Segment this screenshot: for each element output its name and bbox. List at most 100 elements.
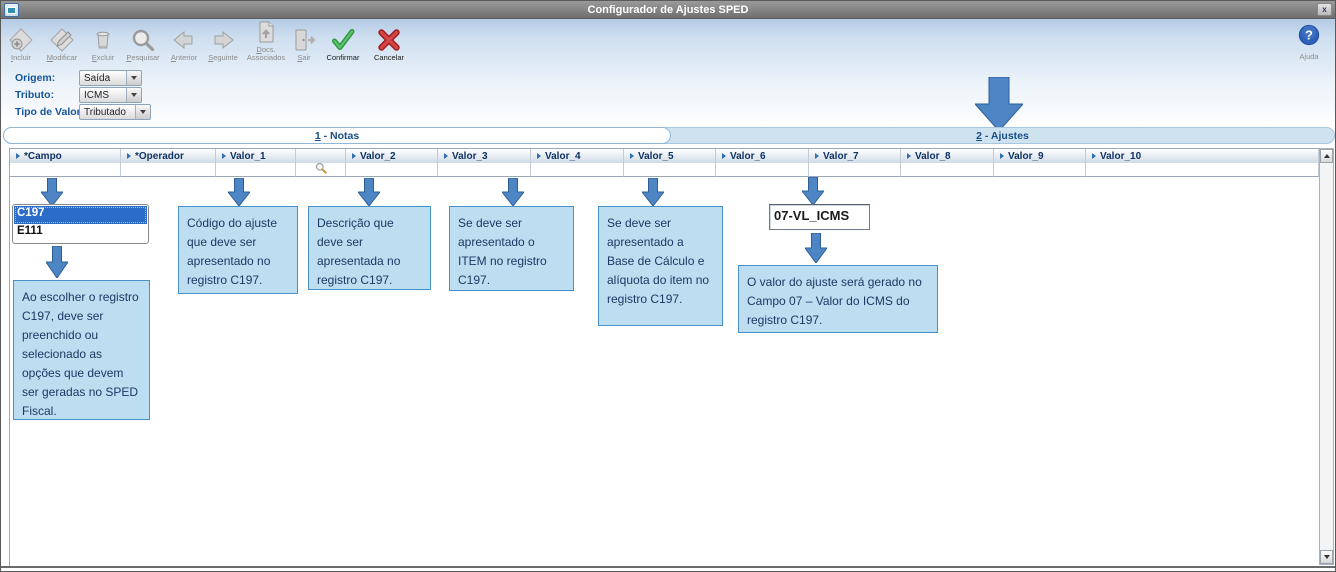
column-header-valor-3[interactable]: Valor_3 [438, 149, 531, 164]
column-header-valor-4[interactable]: Valor_4 [531, 149, 624, 164]
cancel-x-icon [376, 27, 402, 53]
tab-notas[interactable]: 1 - Notas [3, 127, 671, 144]
tutorial-arrow-valor-5 [642, 178, 664, 206]
tutorial-arrow-valor-3 [502, 178, 524, 206]
origem-value: Saída [84, 73, 111, 84]
column-header-operador[interactable]: *Operador [121, 149, 216, 164]
tutorial-arrow-field-to-callout [805, 233, 827, 263]
column-marker-icon [1092, 153, 1096, 159]
vl-icms-field[interactable]: 07-VL_ICMS [769, 204, 870, 230]
filter-cell-campo[interactable] [10, 163, 121, 177]
callout-valor-2: Descrição que deve ser apresentada no re… [308, 206, 431, 290]
previous-arrow-icon [171, 27, 197, 53]
lookup-magnifier-icon[interactable] [315, 161, 327, 179]
svg-text:?: ? [1305, 28, 1313, 43]
column-header-valor-8[interactable]: Valor_8 [901, 149, 994, 164]
tutorial-arrow-listbox-to-callout [46, 246, 68, 278]
callout-valor-7: O valor do ajuste será gerado no Campo 0… [738, 265, 938, 333]
column-marker-icon [352, 153, 356, 159]
column-marker-icon [444, 153, 448, 159]
tributo-dropdown[interactable]: ICMS [79, 87, 142, 103]
filter-cell-valor-3[interactable] [438, 163, 531, 177]
filter-cell-valor-9[interactable] [994, 163, 1086, 177]
filter-cell-valor-2[interactable] [346, 163, 438, 177]
scroll-up-button[interactable] [1320, 149, 1333, 163]
confirmar-button[interactable]: Confirmar [319, 27, 367, 63]
filter-cell-valor-6[interactable] [716, 163, 809, 177]
tutorial-arrow-valor-1 [228, 178, 250, 206]
callout-campo: Ao escolher o registro C197, deve ser pr… [13, 280, 150, 420]
column-header-campo[interactable]: *Campo [10, 149, 121, 164]
scroll-down-button[interactable] [1320, 550, 1333, 564]
confirm-check-icon [330, 27, 356, 53]
tutorial-arrow-to-ajustes-tab [975, 77, 1023, 131]
column-header-valor-5[interactable]: Valor_5 [624, 149, 716, 164]
column-marker-icon [907, 153, 911, 159]
modificar-button[interactable]: Modificar [39, 27, 85, 63]
toolbar: Incluir Modificar Excluir Pesquisar Ante… [3, 21, 411, 63]
column-header-valor-9[interactable]: Valor_9 [994, 149, 1086, 164]
column-marker-icon [222, 153, 226, 159]
tutorial-arrow-valor-2 [358, 178, 380, 206]
filter-cell-valor-8[interactable] [901, 163, 994, 177]
listbox-item-e111[interactable]: E111 [17, 225, 43, 237]
column-marker-icon [127, 153, 131, 159]
filter-cell-lookup[interactable] [296, 161, 346, 179]
docs-associados-button[interactable]: Docs. Associados [243, 19, 289, 63]
tipo-de-valor-dropdown[interactable]: Tributado [79, 104, 151, 120]
column-header-valor-6[interactable]: Valor_6 [716, 149, 809, 164]
add-record-icon [8, 27, 34, 53]
associated-docs-icon [253, 19, 279, 45]
chevron-down-icon[interactable] [126, 71, 141, 85]
seguinte-button[interactable]: Seguinte [203, 27, 243, 63]
close-button[interactable]: x [1317, 3, 1332, 16]
search-icon [130, 27, 156, 53]
filter-cell-valor-10[interactable] [1086, 163, 1319, 177]
incluir-button[interactable]: Incluir [3, 27, 39, 63]
ajuda-button[interactable]: ? Ajuda [1289, 23, 1329, 62]
filter-cell-valor-1[interactable] [216, 163, 296, 177]
window-bottom-border [1, 566, 1335, 568]
registro-listbox[interactable]: C197 E111 [12, 204, 149, 244]
tab-strip: 1 - Notas 2 - Ajustes [3, 127, 1335, 144]
column-marker-icon [630, 153, 634, 159]
excluir-button[interactable]: Excluir [85, 27, 121, 63]
column-header-valor-1[interactable]: Valor_1 [216, 149, 296, 164]
column-marker-icon [537, 153, 541, 159]
chevron-down-icon[interactable] [126, 88, 141, 102]
scroll-down-icon [1323, 555, 1330, 559]
pesquisar-button[interactable]: Pesquisar [121, 27, 165, 63]
tipo-de-valor-label: Tipo de Valor: [15, 106, 85, 118]
cancelar-button[interactable]: Cancelar [367, 27, 411, 63]
listbox-item-c197[interactable]: C197 [14, 206, 147, 224]
column-marker-icon [722, 153, 726, 159]
vertical-scrollbar[interactable] [1319, 148, 1334, 565]
filter-cell-valor-4[interactable] [531, 163, 624, 177]
grid-filter-row [10, 161, 1319, 179]
filter-cell-valor-7[interactable] [809, 163, 901, 177]
column-marker-icon [16, 153, 20, 159]
callout-valor-5: Se deve ser apresentado a Base de Cálcul… [598, 206, 723, 326]
column-header-valor-2[interactable]: Valor_2 [346, 149, 438, 164]
filter-cell-operador[interactable] [121, 163, 216, 177]
app-window-icon [4, 3, 19, 17]
filter-cell-valor-5[interactable] [624, 163, 716, 177]
column-header-valor-10[interactable]: Valor_10 [1086, 149, 1319, 164]
origem-label: Origem: [15, 72, 56, 84]
tab-ajustes[interactable]: 2 - Ajustes [976, 129, 1029, 142]
origem-dropdown[interactable]: Saída [79, 70, 142, 86]
grid-header-row: *Campo *Operador Valor_1 Valor_2 Valor_3… [10, 148, 1319, 164]
chevron-down-icon[interactable] [135, 105, 150, 119]
tributo-value: ICMS [84, 90, 109, 101]
callout-valor-1: Código do ajuste que deve ser apresentad… [178, 206, 298, 294]
column-header-valor-7[interactable]: Valor_7 [809, 149, 901, 164]
callout-valor-3: Se deve ser apresentado o ITEM no regist… [449, 206, 574, 291]
scroll-up-icon [1323, 154, 1330, 158]
tutorial-arrow-valor-7 [802, 177, 824, 205]
window-title: Configurador de Ajustes SPED [587, 3, 749, 16]
exit-door-icon [291, 27, 317, 53]
anterior-button[interactable]: Anterior [165, 27, 203, 63]
sair-button[interactable]: Sair [289, 27, 319, 63]
delete-record-icon [90, 27, 116, 53]
